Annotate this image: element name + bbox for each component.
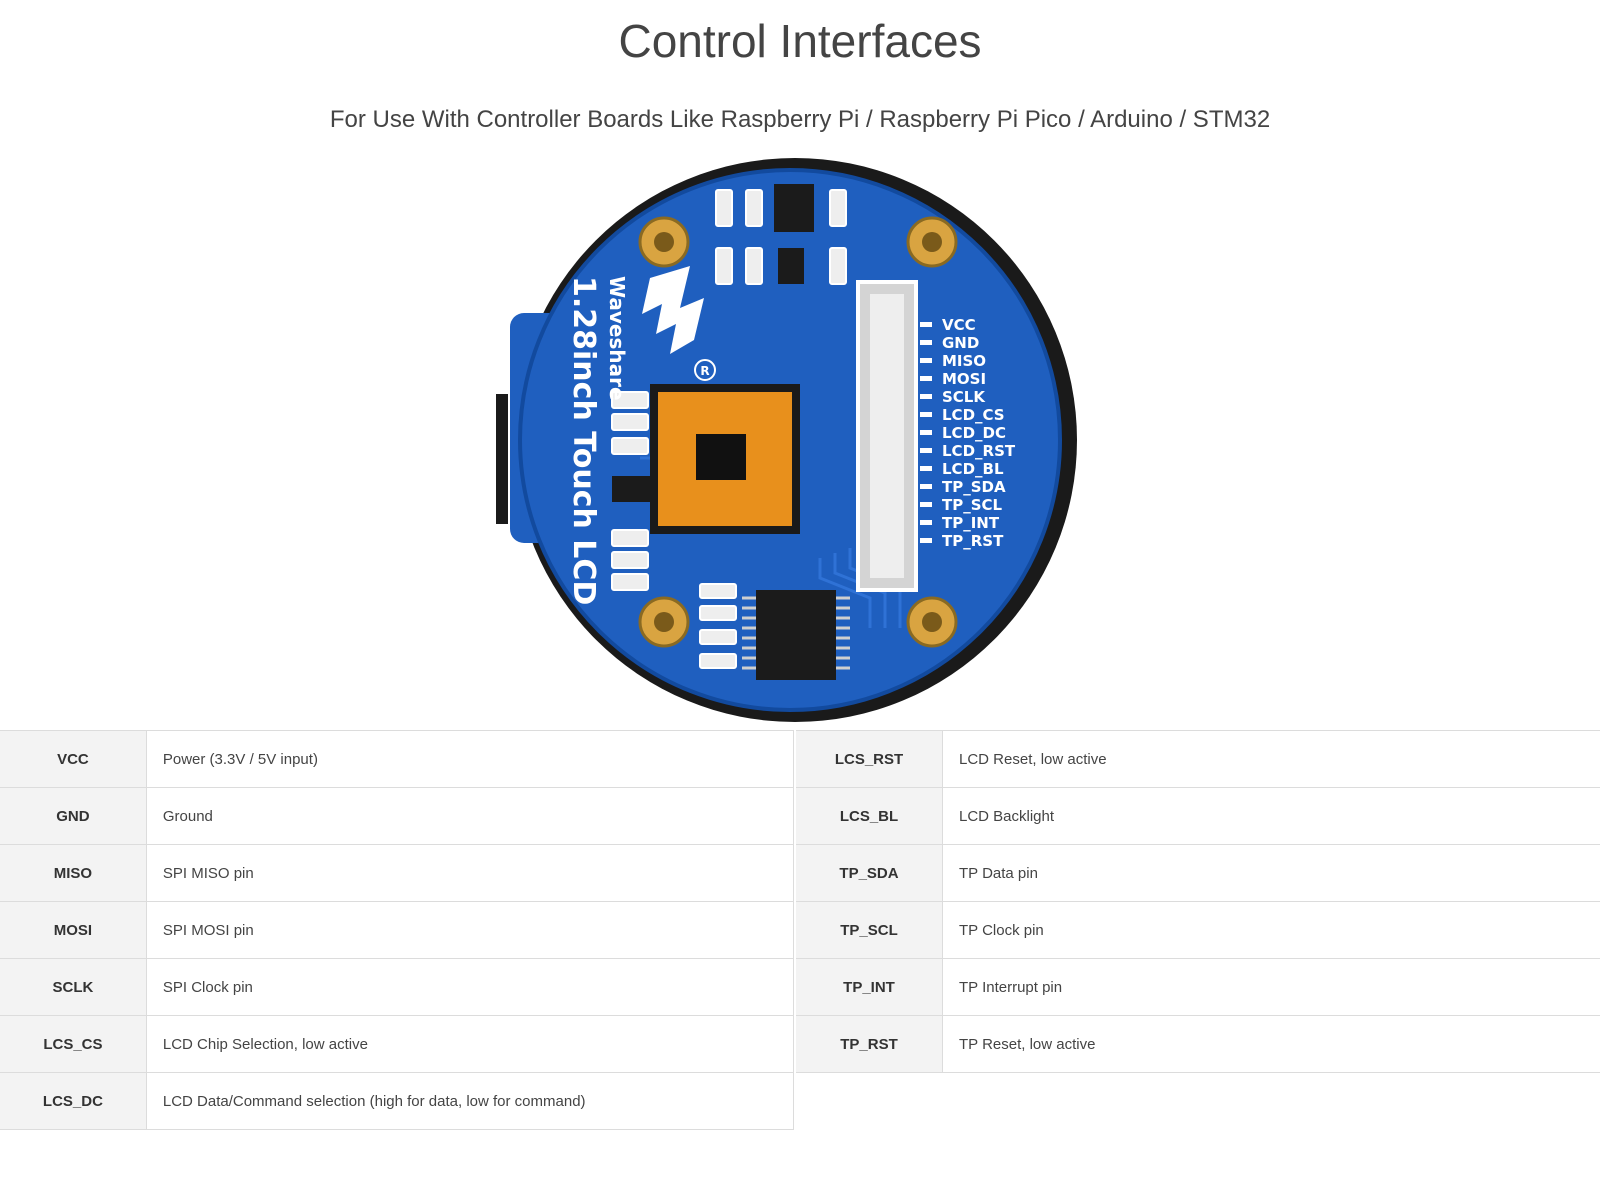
pin-description: Ground [146, 787, 795, 845]
board-brand: Waveshare [605, 276, 629, 401]
board-pin-label: TP_SCL [942, 496, 1003, 514]
pin-name: MOSI [0, 901, 147, 959]
connector-pin [920, 358, 932, 363]
pin-name: LCS_DC [0, 1072, 147, 1130]
connector-pin [920, 466, 932, 471]
pin-name: VCC [0, 730, 147, 788]
pin-description: LCD Reset, low active [942, 730, 1600, 788]
connector-pin [920, 484, 932, 489]
pin-description: LCD Data/Command selection (high for dat… [146, 1072, 795, 1130]
pin-name: LCS_CS [0, 1015, 147, 1073]
pin-description: TP Clock pin [942, 901, 1600, 959]
mounting-holes [638, 216, 958, 648]
board-pin-label: MISO [942, 352, 986, 370]
left-ic [612, 476, 650, 502]
page-title: Control Interfaces [618, 15, 982, 67]
board-pin-label: LCD_CS [942, 406, 1005, 424]
pin-description: TP Data pin [942, 844, 1600, 902]
fpc-connector-inner [870, 294, 904, 578]
pin-name: SCLK [0, 958, 147, 1016]
bottom-ic [756, 590, 836, 680]
connector-pin [920, 538, 932, 543]
pin-description: LCD Chip Selection, low active [146, 1015, 795, 1073]
top-transistor [778, 248, 804, 284]
connector-pin [920, 430, 932, 435]
side-connector [496, 394, 508, 524]
board-pin-label: LCD_RST [942, 442, 1016, 460]
pin-name: LCS_RST [796, 730, 943, 788]
pin-name: GND [0, 787, 147, 845]
board-pin-label: TP_SDA [942, 478, 1006, 496]
bottom-components [699, 583, 737, 669]
board-model: 1.28inch Touch LCD [566, 276, 601, 605]
registered-circle [694, 359, 716, 381]
board-pin-label: VCC [942, 316, 976, 334]
connector-pin [920, 520, 932, 525]
pin-name: TP_RST [796, 1015, 943, 1073]
board-pin-label: MOSI [942, 370, 986, 388]
board-pin-label: GND [942, 334, 979, 352]
pin-description: SPI MOSI pin [146, 901, 795, 959]
pin-description: SPI Clock pin [146, 958, 795, 1016]
board-pin-label: TP_RST [942, 532, 1004, 550]
connector-pin [920, 448, 932, 453]
pin-description: TP Reset, low active [942, 1015, 1600, 1073]
pin-description: TP Interrupt pin [942, 958, 1600, 1016]
pin-description: Power (3.3V / 5V input) [146, 730, 795, 788]
top-ic [774, 184, 814, 232]
pin-name: TP_SDA [796, 844, 943, 902]
pin-description: SPI MISO pin [146, 844, 795, 902]
top-components [715, 189, 847, 285]
bottom-ic-pins [742, 596, 850, 670]
pin-name: TP_INT [796, 958, 943, 1016]
connector-pin [920, 412, 932, 417]
left-components [611, 391, 649, 591]
connector-pin [920, 394, 932, 399]
board-pin-label: SCLK [942, 388, 986, 406]
pin-label-list: VCCGNDMISOMOSISCLKLCD_CSLCD_DCLCD_RSTLCD… [920, 316, 1016, 550]
registered-mark: R [700, 364, 709, 378]
connector-pin [920, 376, 932, 381]
connector-pin [920, 502, 932, 507]
connector-pin [920, 322, 932, 327]
touch-ic [696, 434, 746, 480]
lcd-board-illustration: R Waveshare 1.28inch Touch LCD VCCGNDMIS… [496, 158, 1077, 722]
page-subtitle: For Use With Controller Boards Like Rasp… [329, 106, 1271, 133]
pin-name: TP_SCL [796, 901, 943, 959]
board-pin-label: TP_INT [942, 514, 1000, 532]
connector-pin [920, 340, 932, 345]
board-pin-label: LCD_BL [942, 460, 1004, 478]
pin-name: MISO [0, 844, 147, 902]
board-pin-label: LCD_DC [942, 424, 1006, 442]
waveshare-logo [642, 266, 704, 354]
pin-description: LCD Backlight [942, 787, 1600, 845]
pin-name: LCS_BL [796, 787, 943, 845]
